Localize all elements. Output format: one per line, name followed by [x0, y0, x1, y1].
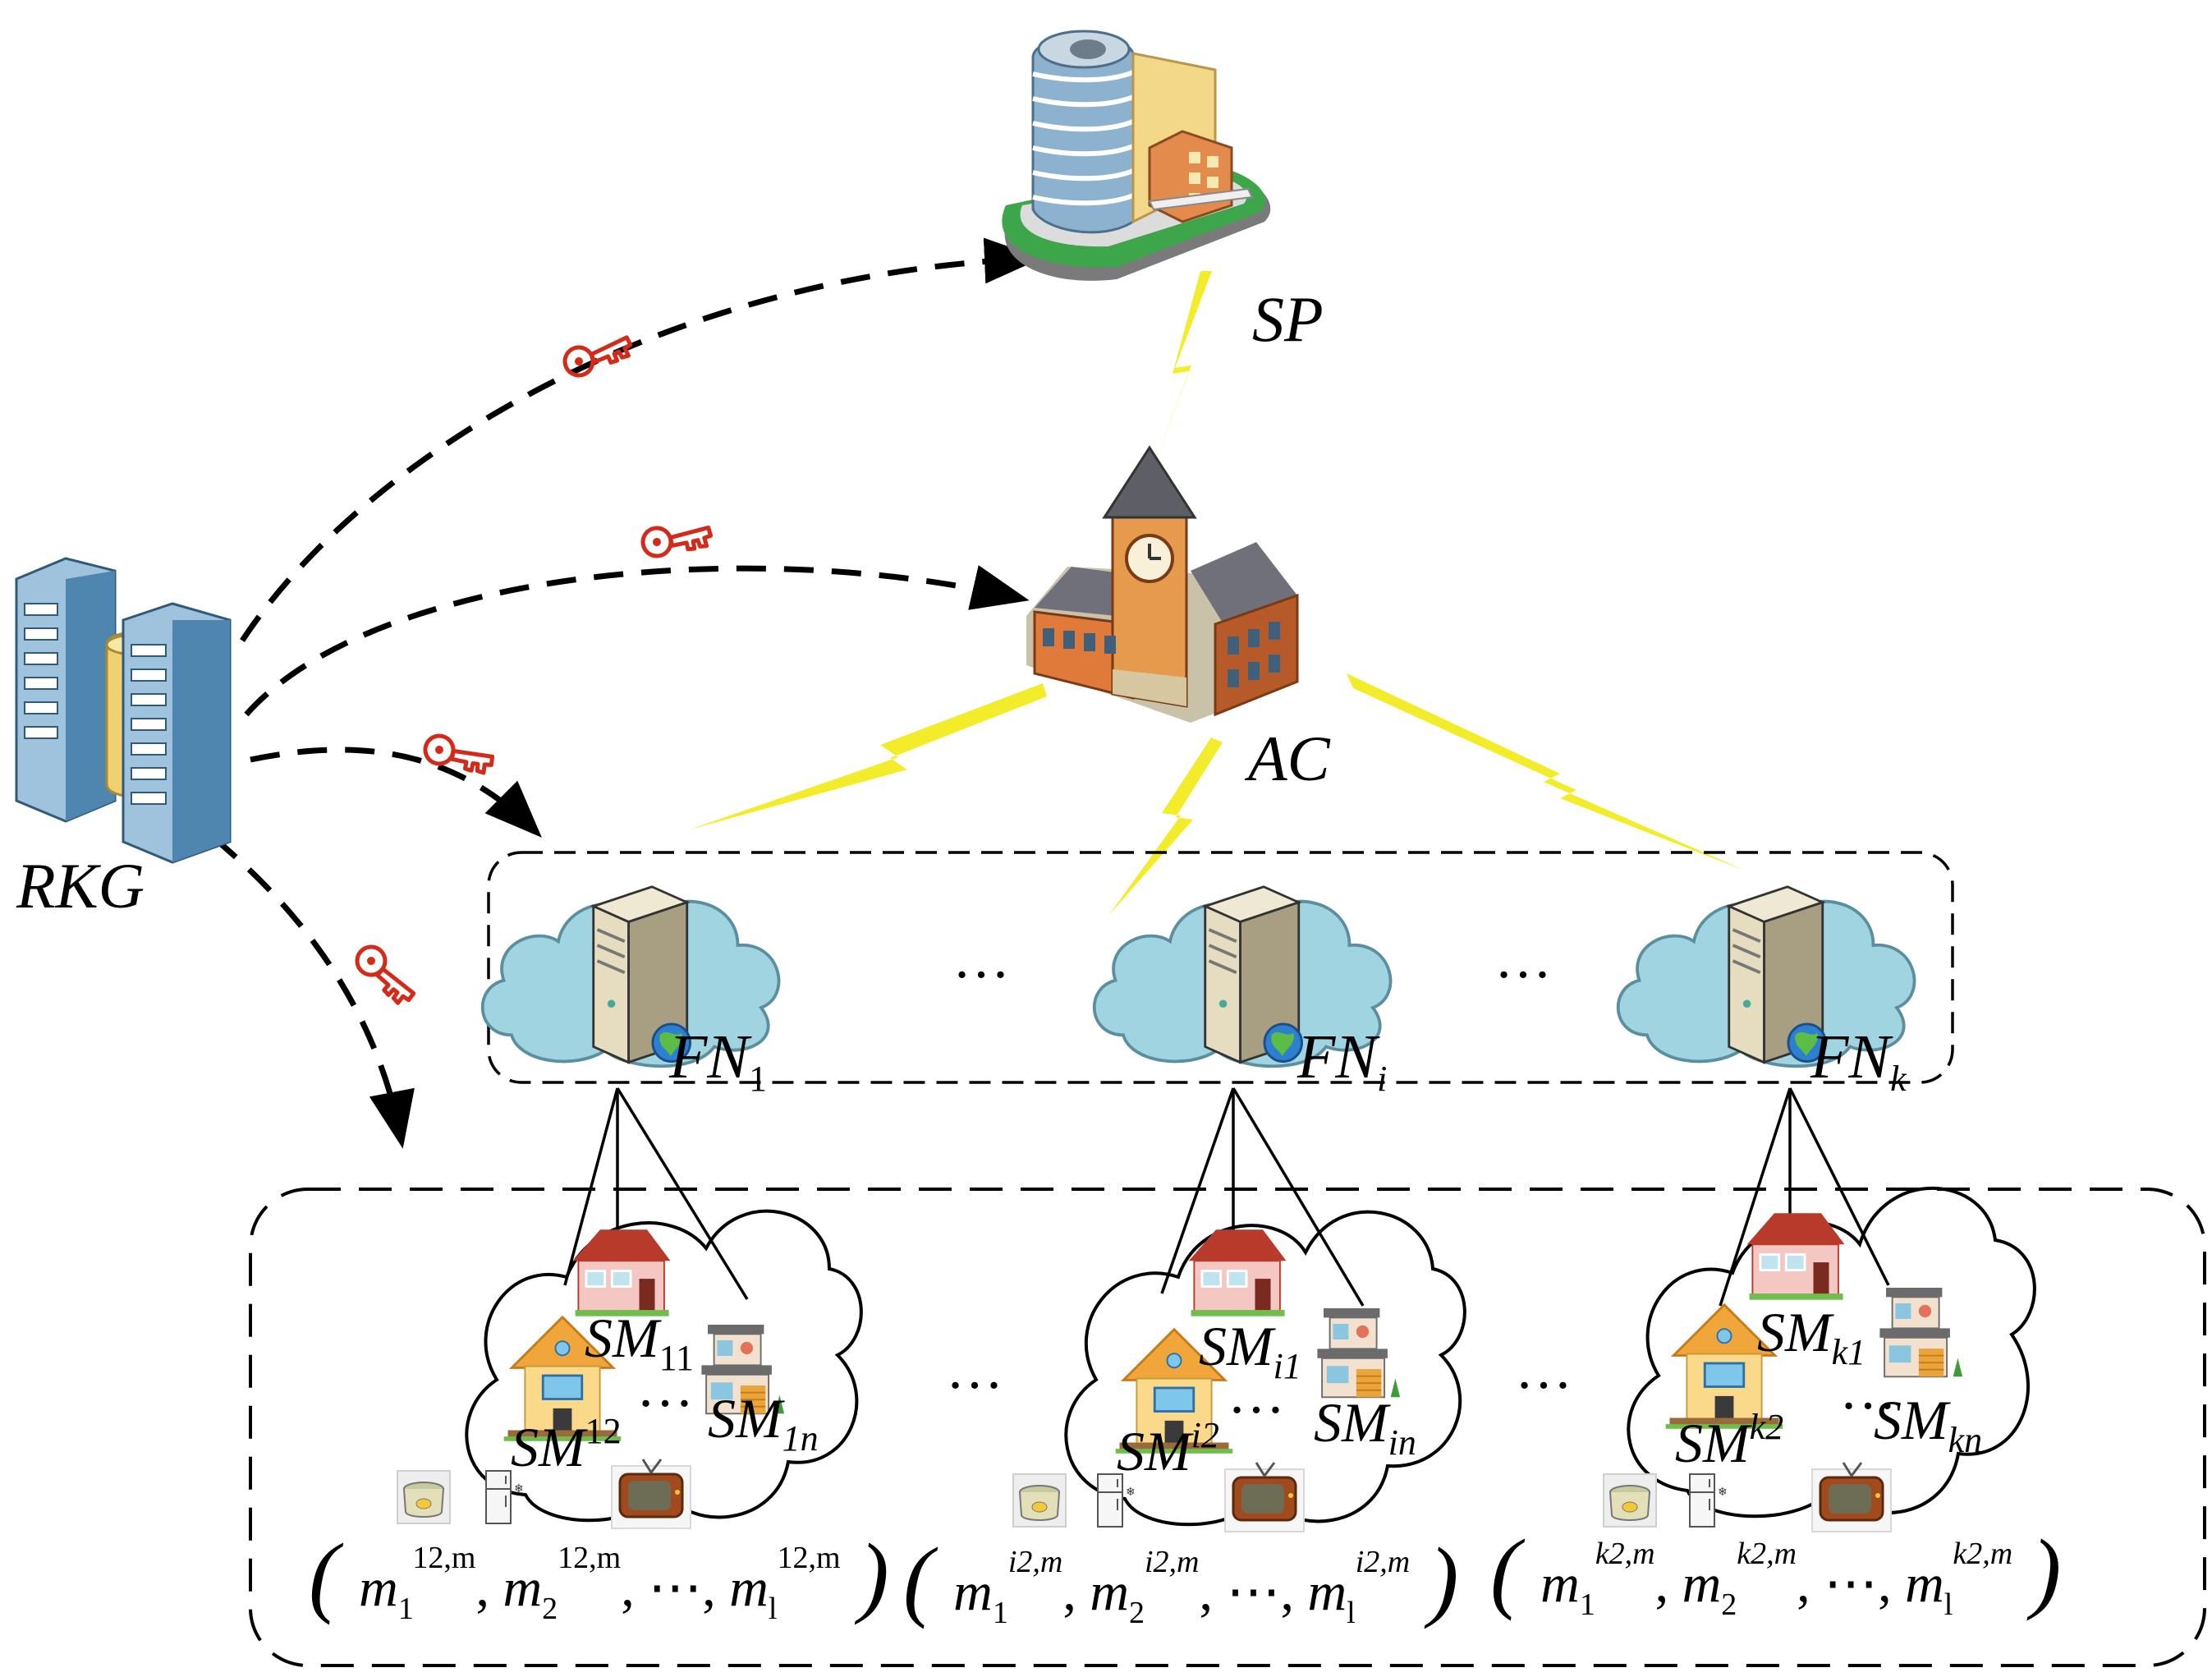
key-icon: [351, 941, 418, 1010]
fog-node-1-label: FN1: [668, 1022, 767, 1099]
meter-label: SM11: [585, 1307, 694, 1378]
office-building-icon: [1002, 30, 1271, 281]
meter-group-ellipsis-1: …: [946, 1338, 1003, 1401]
meter-label: SM12: [511, 1411, 622, 1478]
smart-meter-layer-box: [249, 1188, 2206, 1667]
reading-vector-1: ( m112,m, m212,m, ⋯, ml12,m ): [309, 1520, 889, 1626]
meter-group-i: SMi1 SMi2 SMin … ( m1i2,m, m2i2,m, ⋯, ml…: [903, 1315, 1458, 1630]
fog-ellipsis-2: …: [1494, 927, 1552, 990]
fog-ellipsis-1: …: [952, 927, 1010, 990]
meter-label: SMkn: [1874, 1389, 1982, 1460]
refrigerator-icon: [1689, 1473, 1728, 1528]
rkg-label: RKG: [16, 850, 145, 921]
lightning-ac-fni: [1108, 737, 1223, 916]
reading-vector-i: ( m1i2,m, m2i2,m, ⋯, mli2,m ): [903, 1524, 1458, 1630]
house-icon: [1746, 1211, 1846, 1302]
reading-vector-k: ( m1k2,m, m2k2,m, ⋯, mlk2,m ): [1490, 1516, 2061, 1622]
television-icon: [1223, 1461, 1306, 1533]
lightning-ac-fn1: [690, 683, 1047, 829]
meter-label: SMi1: [1199, 1315, 1301, 1386]
meter-ellipsis: …: [1839, 1358, 1897, 1422]
arrow-rkg-ac: [244, 565, 1030, 717]
neighborhood-cloud-2: [1064, 1210, 1466, 1527]
meter-label: SMi2: [1117, 1415, 1219, 1482]
fog-node-k: FNk: [1616, 884, 1916, 1099]
lightning-links: [690, 271, 1745, 916]
key-distribution-arrows: [211, 237, 1042, 1149]
fog-to-meter-links: [563, 1087, 1890, 1307]
arrow-rkg-sm: [211, 835, 415, 1149]
refrigerator-icon: [485, 1470, 525, 1524]
clock-tower-building-icon: [1026, 445, 1299, 723]
meter-ellipsis: …: [1228, 1362, 1285, 1426]
server-database-icon: [15, 557, 232, 864]
fog-nodes: FN1 FNi FNk … …: [480, 884, 1916, 1099]
meter-label: SMin: [1314, 1391, 1416, 1463]
fog-node-i: FNi: [1092, 884, 1393, 1099]
lightning-ac-fnk: [1347, 673, 1745, 871]
neighborhood-cloud-1: [465, 1209, 863, 1523]
meter-group-ellipsis-2: …: [1515, 1338, 1572, 1401]
house-icon: [571, 1228, 672, 1318]
sp-label: SP: [1252, 283, 1324, 355]
fog-layer-box: [487, 851, 1954, 1084]
rice-cooker-icon: [1603, 1473, 1657, 1528]
meter-group-1: SM11 SM12 SM1n … ( m112,m, m212,m, ⋯, ml…: [309, 1307, 889, 1626]
fog-node-1: FN1: [480, 884, 781, 1099]
meter-label: SMk1: [1757, 1301, 1866, 1372]
fog-node-i-label: FNi: [1296, 1022, 1387, 1099]
ac-label: AC: [1244, 723, 1331, 794]
rice-cooker-icon: [1012, 1473, 1067, 1528]
key-icon: [642, 523, 713, 557]
fog-node-k-label: FNk: [1810, 1022, 1907, 1099]
key-icon: [562, 333, 635, 379]
meter-group-k: SMk1 SMk2 SMkn … ( m1k2,m, m2k2,m, ⋯, ml…: [1490, 1301, 2061, 1622]
arrow-rkg-sp: [240, 237, 1042, 642]
house-icon: [1316, 1307, 1402, 1399]
television-icon: [1810, 1461, 1893, 1533]
meter-label: SM1n: [708, 1387, 819, 1459]
arrow-rkg-fn: [250, 747, 542, 838]
rice-cooker-icon: [397, 1470, 451, 1524]
meter-label: SMk2: [1675, 1407, 1783, 1474]
television-icon: [610, 1458, 692, 1530]
meter-ellipsis: …: [636, 1356, 694, 1419]
